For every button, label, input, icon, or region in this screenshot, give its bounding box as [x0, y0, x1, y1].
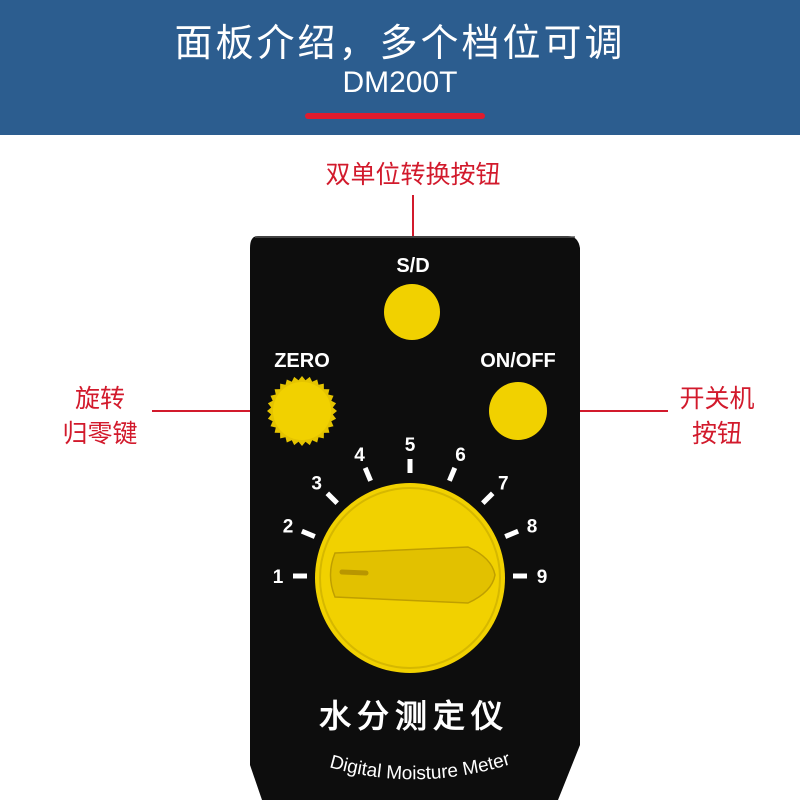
panel-title-cn: 水分测定仪	[319, 697, 509, 735]
dial-number-1: 1	[273, 567, 284, 588]
zero-knob-face	[273, 382, 331, 440]
power-button[interactable]	[489, 382, 547, 440]
dial-pointer-indicator	[342, 572, 366, 573]
dial-number-8: 8	[527, 517, 538, 538]
sd-label: S/D	[396, 255, 429, 277]
dial-number-2: 2	[283, 517, 294, 538]
zero-label: ZERO	[274, 350, 330, 372]
dial-number-9: 9	[537, 567, 548, 588]
dial-number-7: 7	[498, 474, 509, 495]
sd-button[interactable]	[384, 284, 440, 340]
dial-number-6: 6	[455, 445, 466, 466]
dial-number-4: 4	[354, 445, 365, 466]
dial-number-3: 3	[311, 474, 322, 495]
onoff-label: ON/OFF	[480, 350, 556, 372]
dial-number-5: 5	[405, 435, 416, 456]
